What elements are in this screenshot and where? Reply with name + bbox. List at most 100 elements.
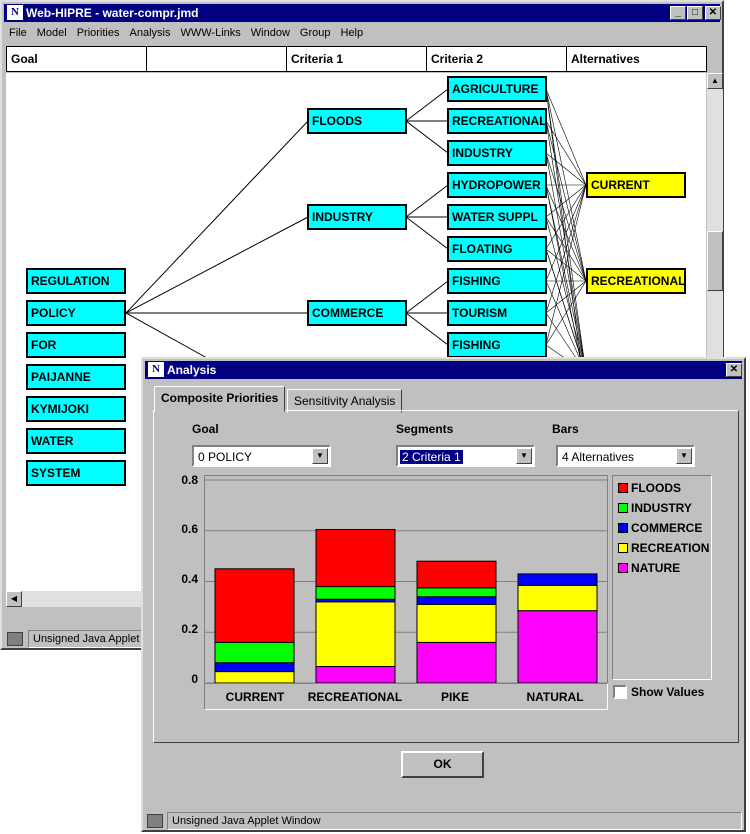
segments-label: Segments — [396, 422, 454, 436]
criteria1-node-floods[interactable]: FLOODS — [307, 108, 407, 134]
alternative-node-current[interactable]: CURRENT — [586, 172, 686, 198]
bar-segment-recreation-natural — [517, 584, 598, 612]
column-criteria-2: Criteria 2 — [426, 46, 567, 72]
legend-label: INDUSTRY — [631, 501, 692, 515]
bars-label: Bars — [552, 422, 579, 436]
menu-priorities[interactable]: Priorities — [76, 27, 120, 39]
show-values-label[interactable]: Show Values — [631, 685, 705, 699]
criteria2-node-hydropower[interactable]: HYDROPOWER — [447, 172, 547, 198]
chevron-down-icon[interactable]: ▼ — [676, 448, 692, 464]
legend-item-industry: INDUSTRY — [618, 501, 692, 515]
goal-node-system[interactable]: SYSTEM — [26, 460, 126, 486]
app-logo-icon: N — [7, 5, 23, 20]
goal-select[interactable]: 0 POLICY ▼ — [192, 445, 331, 467]
column-empty — [146, 46, 287, 72]
x-tick-label-recreational: RECREATIONAL — [307, 690, 403, 704]
analysis-title: Analysis — [167, 363, 217, 377]
menu-bar: File Model Priorities Analysis WWW-Links Wind… — [4, 24, 720, 44]
goal-node-for[interactable]: FOR — [26, 332, 126, 358]
bar-segment-floods-pike — [416, 560, 497, 589]
main-title-bar[interactable]: N Web-HIPRE - water-compr.jmd _ □ ✕ — [4, 4, 721, 22]
y-tick-label: 0.8 — [181, 473, 198, 487]
ok-button[interactable]: OK — [401, 751, 484, 778]
tab-composite-priorities[interactable]: Composite Priorities — [154, 386, 286, 412]
menu-window[interactable]: Window — [250, 27, 290, 39]
composite-priorities-panel — [153, 410, 739, 743]
legend-item-floods: FLOODS — [618, 481, 681, 495]
menu-www-links[interactable]: WWW-Links — [180, 27, 241, 39]
column-goal: Goal — [6, 46, 147, 72]
criteria1-node-industry[interactable]: INDUSTRY — [307, 204, 407, 230]
hierarchy-links — [125, 88, 587, 374]
analysis-close-icon[interactable]: ✕ — [726, 363, 742, 377]
maximize-icon[interactable]: □ — [687, 6, 703, 20]
criteria2-node-floating[interactable]: FLOATING — [447, 236, 547, 262]
legend-label: RECREATION — [631, 541, 710, 555]
applet-status-icon — [7, 632, 23, 646]
main-status-bar: Unsigned Java Applet Window — [28, 630, 148, 648]
criteria2-node-tourism[interactable]: TOURISM — [447, 300, 547, 326]
legend-swatch — [618, 483, 628, 493]
bar-segment-commerce-natural — [517, 573, 598, 586]
scroll-thumb[interactable] — [707, 231, 723, 291]
segments-select[interactable]: 2 Criteria 1 ▼ — [396, 445, 535, 467]
menu-model[interactable]: Model — [36, 27, 67, 39]
legend-label: NATURE — [631, 561, 681, 575]
bar-segment-floods-current — [214, 568, 295, 643]
stacked-bar-chart — [204, 475, 608, 684]
analysis-status-icon — [147, 814, 163, 828]
x-tick-label-pike: PIKE — [440, 690, 469, 704]
legend-swatch — [618, 543, 628, 553]
legend-swatch — [618, 523, 628, 533]
scroll-left-icon[interactable]: ◀ — [6, 591, 22, 607]
goal-node-water[interactable]: WATER — [26, 428, 126, 454]
bar-segment-commerce-current — [214, 662, 295, 673]
analysis-title-bar[interactable]: N Analysis ✕ — [145, 361, 742, 379]
criteria2-node-recreational[interactable]: RECREATIONAL — [447, 108, 547, 134]
bars-select-value: 4 Alternatives — [562, 450, 635, 464]
goal-node-policy[interactable]: POLICY — [26, 300, 126, 326]
bar-segment-industry-recreational — [315, 586, 396, 600]
goal-node-regulation[interactable]: REGULATION — [26, 268, 126, 294]
y-tick-label: 0.4 — [181, 572, 198, 586]
bar-segment-commerce-pike — [416, 596, 497, 605]
bar-segment-floods-recreational — [315, 528, 396, 588]
alternative-node-recreational[interactable]: RECREATIONAL — [586, 268, 686, 294]
chevron-down-icon[interactable]: ▼ — [516, 448, 532, 464]
bar-segment-nature-recreational — [315, 666, 396, 684]
menu-help[interactable]: Help — [340, 27, 364, 39]
bar-segment-nature-pike — [416, 641, 497, 684]
goal-node-paijanne[interactable]: PAIJANNE — [26, 364, 126, 390]
criteria2-node-water-suppl[interactable]: WATER SUPPL — [447, 204, 547, 230]
column-criteria-1: Criteria 1 — [286, 46, 427, 72]
chevron-down-icon[interactable]: ▼ — [312, 448, 328, 464]
bar-segment-recreation-pike — [416, 603, 497, 643]
minimize-icon[interactable]: _ — [670, 6, 686, 20]
bar-segment-recreation-recreational — [315, 601, 396, 668]
menu-group[interactable]: Group — [299, 27, 331, 39]
y-tick-label: 0.2 — [181, 622, 198, 636]
menu-file[interactable]: File — [9, 27, 27, 39]
goal-select-value: 0 POLICY — [198, 450, 253, 464]
bar-segment-industry-current — [214, 641, 295, 664]
legend-swatch — [618, 563, 628, 573]
x-axis-labels: CURRENT RECREATIONAL PIKE NATURAL — [204, 683, 608, 710]
goal-node-kymijoki[interactable]: KYMIJOKI — [26, 396, 126, 422]
tab-sensitivity-analysis[interactable]: Sensitivity Analysis — [287, 389, 403, 413]
criteria2-node-fishing[interactable]: FISHING — [447, 268, 547, 294]
criteria2-node-industry[interactable]: INDUSTRY — [447, 140, 547, 166]
criteria2-node-fishing-2[interactable]: FISHING — [447, 332, 547, 358]
y-tick-label: 0.6 — [181, 522, 198, 536]
legend-swatch — [618, 503, 628, 513]
close-icon[interactable]: ✕ — [705, 6, 721, 20]
criteria2-node-agriculture[interactable]: AGRICULTURE — [447, 76, 547, 102]
bars-select[interactable]: 4 Alternatives ▼ — [556, 445, 695, 467]
bar-segment-industry-pike — [416, 587, 497, 598]
scroll-up-icon[interactable]: ▲ — [707, 73, 723, 89]
analysis-logo-icon: N — [148, 362, 164, 377]
chart-legend: FLOODS INDUSTRY COMMERCE RECREATION NATU… — [612, 475, 712, 680]
show-values-checkbox[interactable] — [613, 685, 627, 699]
menu-analysis[interactable]: Analysis — [129, 27, 171, 39]
criteria1-node-commerce[interactable]: COMMERCE — [307, 300, 407, 326]
main-window-title: Web-HIPRE - water-compr.jmd — [26, 6, 199, 20]
